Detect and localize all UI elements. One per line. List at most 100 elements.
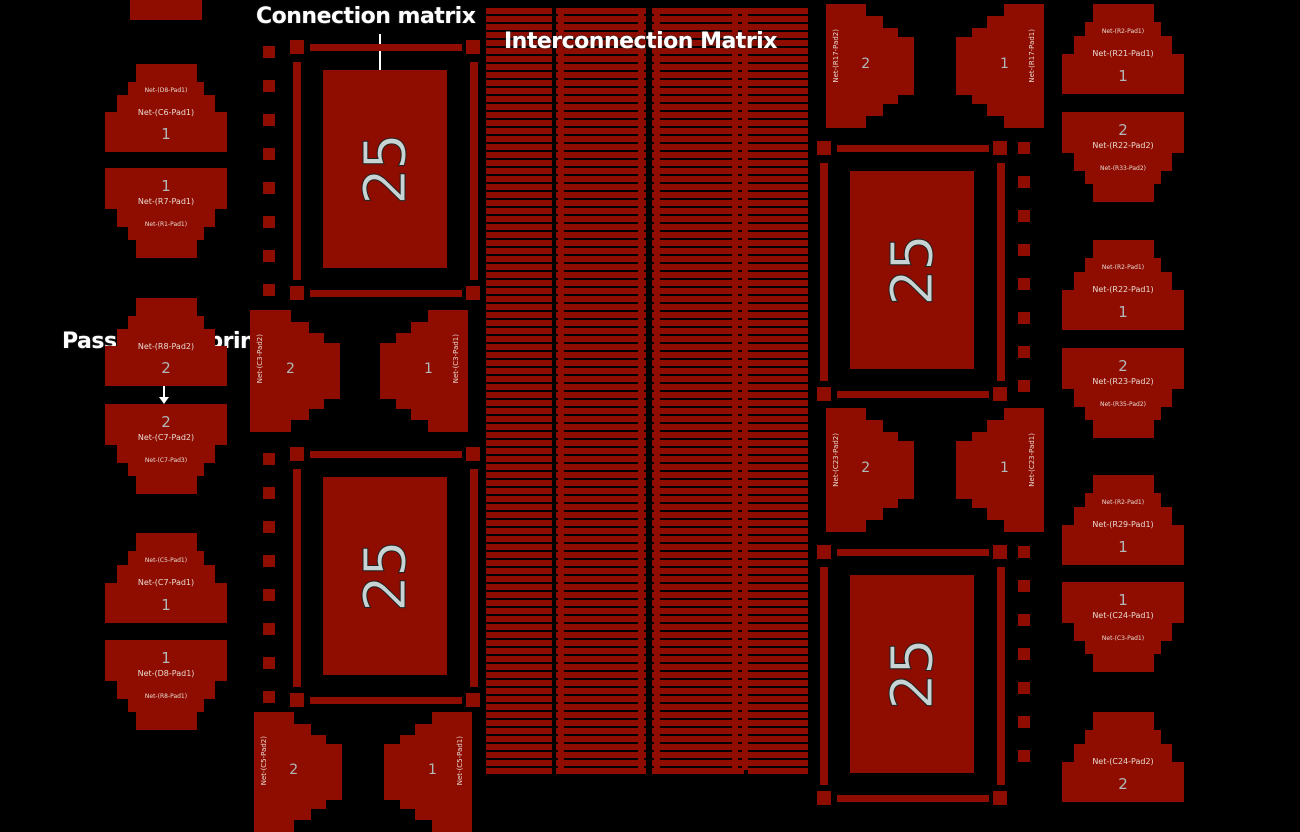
matrix-strip (748, 72, 808, 78)
matrix-strip (748, 32, 808, 38)
matrix-strip (556, 584, 646, 590)
matrix-strip (652, 192, 744, 198)
corner-pad (466, 286, 480, 300)
matrix-strip (486, 584, 552, 590)
right-bar (470, 62, 478, 280)
matrix-strip (486, 480, 552, 486)
copper-pad (128, 698, 204, 712)
matrix-strip (486, 416, 552, 422)
matrix-strip (652, 120, 744, 126)
corner-pad (817, 141, 831, 155)
matrix-strip (652, 40, 744, 46)
pin-number: 1 (1000, 56, 1009, 73)
matrix-strip (652, 456, 744, 462)
matrix-strip (748, 264, 808, 270)
copper-pad (135, 476, 197, 494)
pin-number: 1 (161, 595, 171, 614)
copper-pad (135, 240, 197, 258)
matrix-strip (486, 528, 552, 534)
matrix-strip (486, 568, 552, 574)
copper-pad (865, 16, 884, 116)
pin-number: 2 (161, 412, 171, 431)
matrix-strip (486, 536, 552, 542)
chip-top-right[interactable]: 25 (817, 141, 1017, 401)
matrix-strip (748, 64, 808, 70)
net-label: Net-(R17-Pad1) (1028, 28, 1036, 83)
matrix-strip (748, 552, 808, 558)
matrix-strip (748, 544, 808, 550)
matrix-strip (556, 576, 646, 582)
vfp-left-a: Net-(C3-Pad2)2 (250, 310, 340, 432)
matrix-strip (486, 760, 552, 766)
matrix-strip (652, 616, 744, 622)
matrix-strip (556, 744, 646, 750)
matrix-strip (652, 504, 744, 510)
copper-pad (128, 315, 204, 329)
matrix-strip (652, 768, 744, 774)
matrix-strip (486, 632, 552, 638)
chip-top-left[interactable]: 25 (290, 40, 490, 300)
matrix-strip (748, 8, 808, 14)
matrix-strip (486, 56, 552, 62)
small-pad (263, 250, 275, 262)
chip-label: 25 (351, 542, 420, 613)
matrix-strip (486, 624, 552, 630)
copper-pad (117, 208, 215, 227)
matrix-strip (486, 576, 552, 582)
chip-bottom-left[interactable]: 25 (290, 447, 490, 707)
matrix-strip (556, 8, 646, 14)
net-label-secondary: Net-(C5-Pad1) (144, 556, 188, 564)
matrix-strip (652, 680, 744, 686)
matrix-strip (748, 168, 808, 174)
matrix-strip (486, 224, 552, 230)
matrix-strip (556, 568, 646, 574)
chip-bottom-right[interactable]: 25 (817, 545, 1017, 805)
copper-pad (883, 431, 899, 509)
matrix-strip (652, 72, 744, 78)
net-label: Net-(R29-Pad1) (1092, 520, 1154, 529)
net-label-secondary: Net-(R2-Pad1) (1101, 27, 1145, 35)
copper-pad (428, 310, 468, 432)
matrix-strip (486, 600, 552, 606)
copper-pad (1085, 730, 1161, 744)
matrix-strip (652, 64, 744, 70)
matrix-strip (556, 488, 646, 494)
matrix-strip (652, 288, 744, 294)
matrix-strip (748, 40, 808, 46)
matrix-strip (748, 712, 808, 718)
pin-number: 2 (1118, 120, 1128, 139)
matrix-strip (486, 672, 552, 678)
matrix-strip (748, 456, 808, 462)
copper-pad (1062, 112, 1184, 153)
matrix-strip (486, 496, 552, 502)
matrix-strip (748, 144, 808, 150)
small-pad (1018, 312, 1030, 324)
small-pad (263, 589, 275, 601)
matrix-strip (748, 360, 808, 366)
net-label: Net-(C5-Pad2) (260, 736, 268, 786)
matrix-strip (556, 448, 646, 454)
matrix-strip (652, 648, 744, 654)
copper-pad (326, 744, 342, 800)
matrix-strip (748, 24, 808, 30)
matrix-strip (556, 760, 646, 766)
matrix-strip (486, 744, 552, 750)
matrix-strip (486, 752, 552, 758)
matrix-strip (748, 184, 808, 190)
matrix-strip (748, 664, 808, 670)
pin-number: 2 (861, 460, 871, 477)
matrix-strip (556, 320, 646, 326)
matrix-strip (556, 256, 646, 262)
matrix-strip (748, 328, 808, 334)
matrix-strip (652, 360, 744, 366)
matrix-strip (748, 736, 808, 742)
matrix-strip (652, 464, 744, 470)
matrix-strip (556, 656, 646, 662)
matrix-strip (556, 64, 646, 70)
matrix-strip (486, 608, 552, 614)
top-bar (310, 44, 462, 51)
matrix-strip (556, 192, 646, 198)
left-bar (293, 469, 301, 687)
matrix-strip (748, 672, 808, 678)
matrix-strip (486, 128, 552, 134)
